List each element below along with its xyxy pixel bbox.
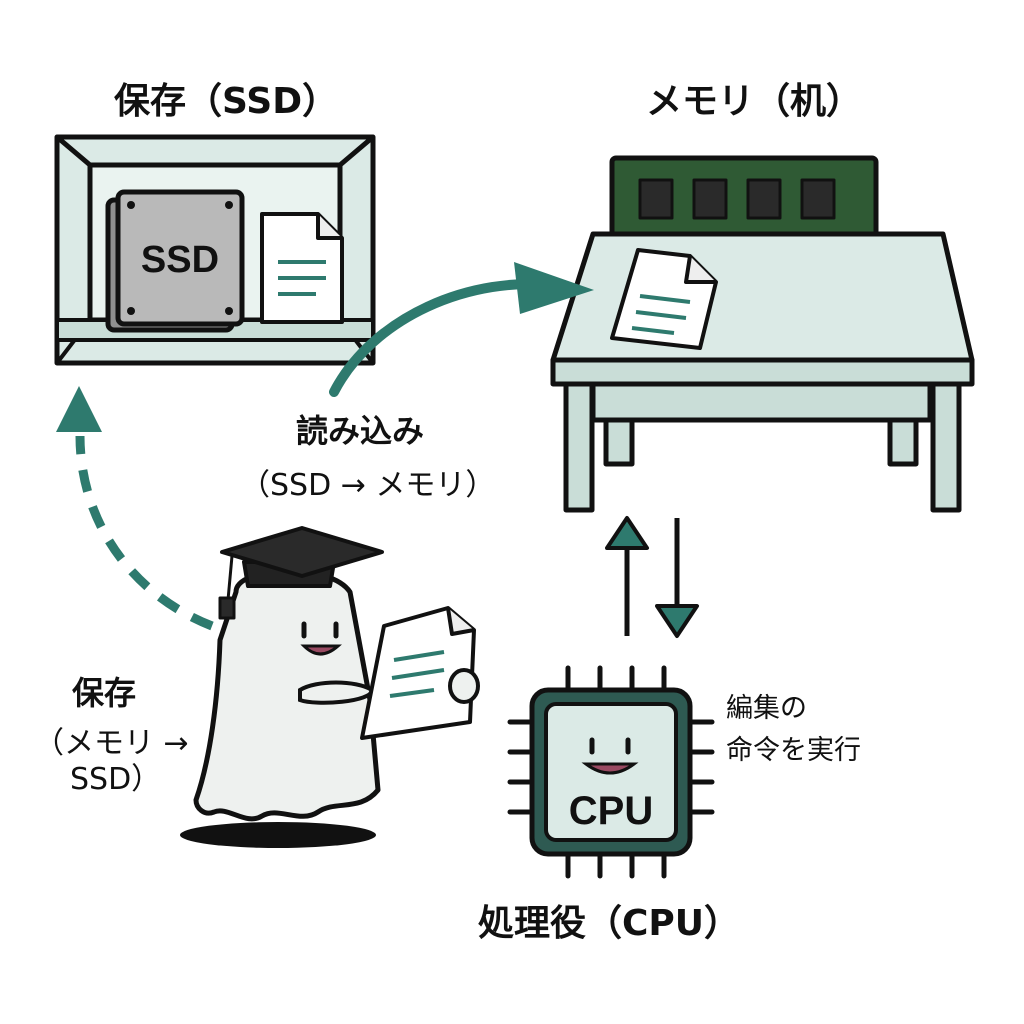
document-on-desk-icon xyxy=(610,248,718,350)
desk-icon xyxy=(550,231,975,513)
graduation-cap-icon xyxy=(218,526,384,620)
cpu-title: 処理役（CPU） xyxy=(478,903,741,944)
save-subtitle-line2: SSD） xyxy=(70,762,162,797)
memory-module-icon xyxy=(609,155,879,253)
cpu-chip-label: CPU xyxy=(569,789,653,833)
document-icon xyxy=(260,212,344,324)
ghost-mascot-icon xyxy=(180,568,381,848)
save-arrow xyxy=(75,435,214,631)
memory-cpu-arrows xyxy=(605,516,699,638)
save-arrowhead xyxy=(56,386,102,432)
save-subtitle-line1: （メモリ → xyxy=(34,726,189,761)
read-subtitle: （SSD → メモリ） xyxy=(240,468,496,503)
save-title: 保存 xyxy=(72,674,137,712)
cpu-note-line1: 編集の xyxy=(726,693,807,724)
cpu-chip-icon xyxy=(507,665,715,879)
storage-title: 保存（SSD） xyxy=(114,81,339,122)
memory-title: メモリ（机） xyxy=(646,81,863,122)
held-document-icon xyxy=(360,606,480,740)
ssd-icon xyxy=(105,189,245,333)
read-arrowhead xyxy=(514,262,594,314)
read-title: 読み込み xyxy=(296,412,425,450)
cpu-note-line2: 命令を実行 xyxy=(726,735,861,766)
ssd-chip-label: SSD xyxy=(141,239,219,281)
